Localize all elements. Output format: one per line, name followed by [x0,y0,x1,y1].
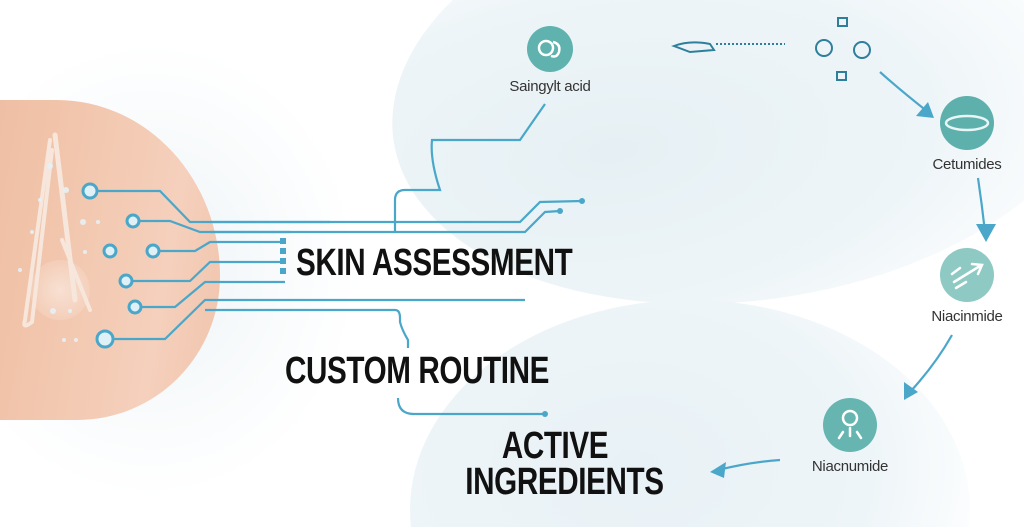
molecule-icon [527,26,573,72]
person-molecule-icon [823,398,877,452]
heading-custom-routine: CUSTOM ROUTINE [285,350,550,392]
heading-active-line1: ACTIVE [501,425,609,467]
ingredient-label: Niacnumide [811,458,889,475]
ingredient-label: Niacinmide [931,308,1003,325]
heading-active-line2: INGREDIENTS [465,461,664,503]
ingredient-label: Cetumides [932,156,1002,173]
heading-skin-assessment: SKIN ASSESSMENT [296,242,573,284]
ingredient-label: Saingylt acid [509,78,591,95]
ingredient-salicylic-acid: Saingylt acid [490,26,610,95]
ingredient-niacinamide-1: Niacinmide [910,248,1024,325]
ingredient-ceramides: Cetumides [912,96,1022,173]
ingredient-niacinamide-2: Niacnumide [790,398,910,475]
lipid-disc-icon [940,96,994,150]
heading-active-ingredients: ACTIVE INGREDIENTS [465,425,664,503]
lab-equipment-sketch [671,17,871,81]
face-pattern-icon [22,132,92,328]
arrow-spark-icon [940,248,994,302]
